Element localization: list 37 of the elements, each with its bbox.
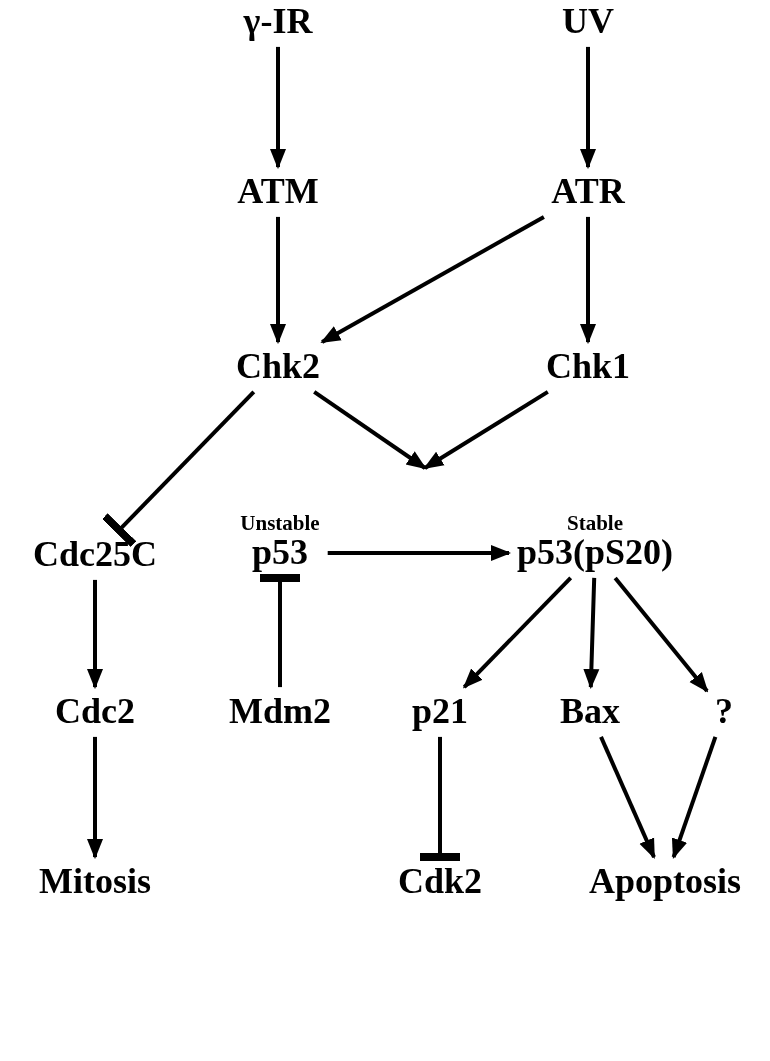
node-label: p53 (251, 534, 309, 572)
state-label: Unstable (240, 512, 320, 535)
node-label: p53(pS20) (517, 534, 673, 572)
node-label: Chk2 (236, 348, 320, 386)
node-label: UV (562, 3, 614, 41)
arrow (423, 390, 549, 470)
node-label: p21 (412, 693, 468, 731)
arrow (599, 736, 656, 859)
arrow (313, 390, 427, 470)
node-label: Cdc25C (33, 536, 157, 574)
node-label: Mdm2 (229, 693, 331, 731)
arrow (613, 576, 709, 693)
arrow (87, 736, 103, 860)
inhibition-line (420, 736, 460, 862)
arrow (462, 576, 573, 689)
node-label: ? (715, 693, 733, 731)
arrow (270, 216, 286, 345)
node-label: ATR (551, 173, 625, 211)
node-label: Apoptosis (588, 863, 742, 901)
node-label: Mitosis (39, 863, 151, 901)
node-label: Cdc2 (55, 693, 135, 731)
node-label: ATM (237, 173, 319, 211)
inhibition-line (102, 390, 256, 547)
state-label: Stable (566, 512, 624, 535)
arrow (583, 577, 600, 690)
arrow (671, 736, 718, 859)
node-label: Cdk2 (398, 863, 482, 901)
arrow (580, 46, 596, 170)
arrow (327, 545, 511, 561)
node-label: γ-IR (243, 3, 313, 41)
arrow (320, 215, 545, 344)
arrow (87, 579, 103, 690)
arrow (270, 46, 286, 170)
node-label: Bax (560, 693, 620, 731)
inhibition-line (260, 573, 300, 688)
node-label: Chk1 (546, 348, 630, 386)
arrow (580, 216, 596, 345)
